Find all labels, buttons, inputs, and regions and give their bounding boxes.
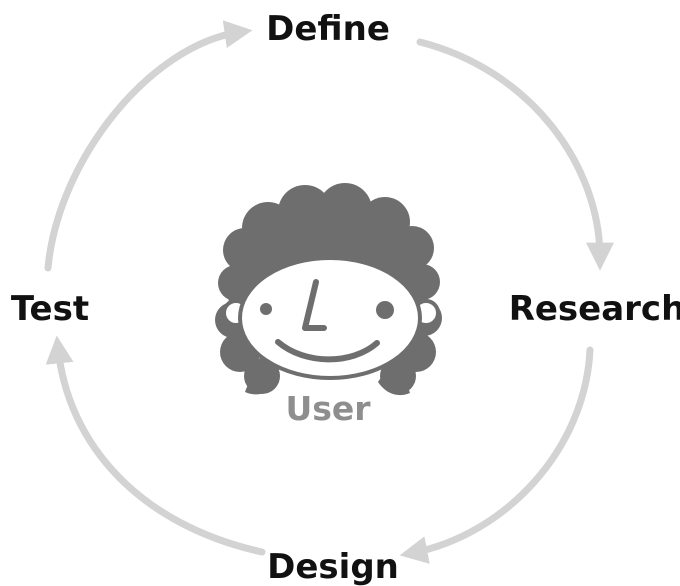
mouth	[275, 339, 380, 363]
nose	[302, 279, 327, 331]
user-face-icon	[215, 183, 442, 396]
arrow-design-to-test	[45, 335, 266, 556]
center-label-user: User	[285, 389, 371, 428]
cycle-arrows	[44, 20, 614, 564]
arrow-define-to-research	[416, 38, 614, 271]
stage-label-test: Test	[11, 289, 89, 329]
right-eye	[376, 301, 394, 319]
arrow-research-to-design	[399, 346, 594, 564]
stage-label-define: Define	[266, 9, 390, 49]
left-eye	[260, 303, 272, 315]
stage-label-design: Design	[267, 547, 399, 586]
stage-label-research: Research	[509, 289, 680, 329]
arrow-test-to-define	[44, 20, 253, 272]
